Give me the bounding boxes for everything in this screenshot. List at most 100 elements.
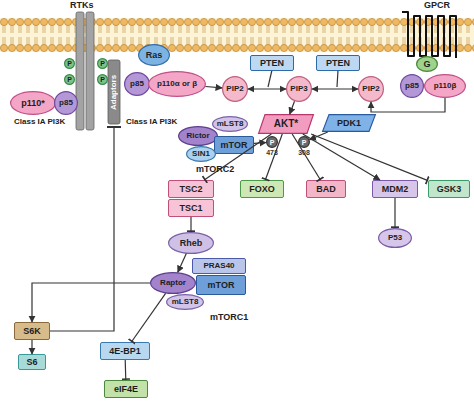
lipid-circle: PIP3 bbox=[286, 76, 312, 102]
structure-label: Class IA PI3K bbox=[126, 118, 177, 126]
protein-box: TSC1 bbox=[168, 199, 214, 217]
phospho-circle: P308 bbox=[298, 136, 310, 148]
node-label: PRAS40 bbox=[203, 262, 234, 270]
protein-circle: p85 bbox=[124, 72, 150, 96]
node-label: PIP2 bbox=[226, 85, 243, 93]
lipid-circle: PIP2 bbox=[358, 76, 384, 102]
node-label: mLST8 bbox=[217, 120, 244, 128]
protein-box: TSC2 bbox=[168, 180, 214, 198]
protein-box: S6K bbox=[14, 322, 50, 340]
feedback-line bbox=[50, 128, 114, 331]
node-label: AKT* bbox=[274, 119, 298, 129]
activation-arrow bbox=[303, 134, 380, 180]
activation-arrow bbox=[31, 340, 32, 354]
node-label: p85 bbox=[59, 99, 73, 107]
phospho-circle: P bbox=[64, 74, 75, 85]
protein-oval: mLST8 bbox=[212, 116, 248, 132]
protein-circle: p85 bbox=[54, 91, 78, 115]
activation-arrow bbox=[312, 88, 358, 89]
protein-oval: P53 bbox=[378, 228, 412, 248]
protein-oval: Rheb bbox=[168, 232, 214, 254]
node-label: Ras bbox=[146, 51, 163, 60]
node-label: Raptor bbox=[160, 279, 186, 287]
inhibition-bar bbox=[107, 126, 121, 128]
kinase-parallelogram: PDK1 bbox=[322, 114, 376, 132]
protein-circle: p85 bbox=[400, 74, 424, 98]
receptor-chain bbox=[86, 12, 94, 130]
pten-line bbox=[337, 70, 338, 87]
phospho-circle: P bbox=[97, 58, 108, 69]
activation-arrow bbox=[254, 142, 266, 144]
node-label: Rictor bbox=[186, 132, 209, 140]
node-label: FOXO bbox=[249, 185, 275, 194]
structure-label: Class IA PI3K bbox=[14, 118, 65, 126]
structure-label: mTORC1 bbox=[210, 313, 248, 322]
protein-box: PTEN bbox=[316, 55, 360, 71]
activation-arrow bbox=[206, 87, 223, 88]
node-label: PDK1 bbox=[337, 119, 361, 128]
protein-box: BAD bbox=[306, 180, 346, 198]
node-label: Rheb bbox=[180, 239, 203, 248]
activation-arrow bbox=[290, 101, 295, 114]
receptor-chain bbox=[76, 12, 84, 130]
activation-arrow bbox=[248, 88, 286, 89]
protein-oval: p110α or β bbox=[148, 71, 206, 97]
inhibition-connector bbox=[292, 134, 320, 180]
protein-oval: mLST8 bbox=[166, 294, 204, 310]
node-label: mTOR bbox=[221, 141, 248, 150]
structure-label: RTKs bbox=[70, 1, 94, 10]
protein-box: GSK3 bbox=[428, 180, 470, 198]
structure-label: Adaptors bbox=[108, 60, 120, 124]
node-label: S6K bbox=[23, 327, 41, 336]
inhibition-connector bbox=[311, 134, 428, 181]
protein-oval: p110β bbox=[424, 74, 466, 98]
node-label: P bbox=[302, 139, 307, 146]
protein-oval: SIN1 bbox=[186, 146, 216, 162]
node-label: 4E-BP1 bbox=[109, 347, 141, 356]
protein-oval: G bbox=[416, 56, 438, 72]
phospho-circle: P bbox=[64, 58, 75, 69]
node-label: PTEN bbox=[260, 59, 284, 68]
cell-membrane bbox=[0, 18, 474, 52]
node-label: p110α or β bbox=[157, 80, 197, 88]
structure-label: GPCR bbox=[424, 1, 450, 10]
inhibition-connector bbox=[190, 217, 191, 232]
node-label: GSK3 bbox=[437, 185, 462, 194]
node-label: SIN1 bbox=[192, 150, 210, 158]
phospho-circle: P473 bbox=[266, 136, 278, 148]
node-label: TSC2 bbox=[179, 185, 202, 194]
protein-box: MDM2 bbox=[372, 180, 418, 198]
node-label: PTEN bbox=[326, 59, 350, 68]
protein-box: mTOR bbox=[196, 275, 246, 295]
node-label: mLST8 bbox=[172, 298, 199, 306]
protein-oval: p110* bbox=[10, 91, 56, 115]
node-label: p110β bbox=[434, 82, 457, 90]
residue-number: 308 bbox=[292, 149, 316, 156]
node-label: PIP3 bbox=[290, 85, 307, 93]
kinase-parallelogram: AKT* bbox=[258, 114, 314, 134]
protein-box: 4E-BP1 bbox=[100, 342, 150, 360]
protein-oval: Ras bbox=[138, 44, 170, 66]
protein-box: S6 bbox=[18, 354, 46, 370]
node-label: mTOR bbox=[208, 281, 235, 290]
activation-arrow bbox=[32, 283, 150, 322]
protein-box: PRAS40 bbox=[192, 258, 246, 274]
protein-oval: Raptor bbox=[150, 272, 196, 294]
node-label: TSC1 bbox=[179, 204, 202, 213]
activation-arrow bbox=[371, 98, 445, 112]
gpcr-helices bbox=[402, 12, 456, 58]
protein-box: eIF4E bbox=[104, 380, 148, 398]
node-label: BAD bbox=[316, 185, 336, 194]
node-label: G bbox=[423, 60, 430, 69]
inhibition-connector bbox=[265, 134, 282, 180]
node-label: p85 bbox=[130, 80, 144, 88]
node-label: P bbox=[67, 76, 72, 83]
node-label: P bbox=[270, 139, 275, 146]
node-label: P bbox=[67, 60, 72, 67]
residue-number: 473 bbox=[260, 149, 284, 156]
node-label: p110* bbox=[21, 99, 45, 108]
adaptor-bar bbox=[108, 60, 120, 124]
structure-label: mTORC2 bbox=[196, 165, 234, 174]
